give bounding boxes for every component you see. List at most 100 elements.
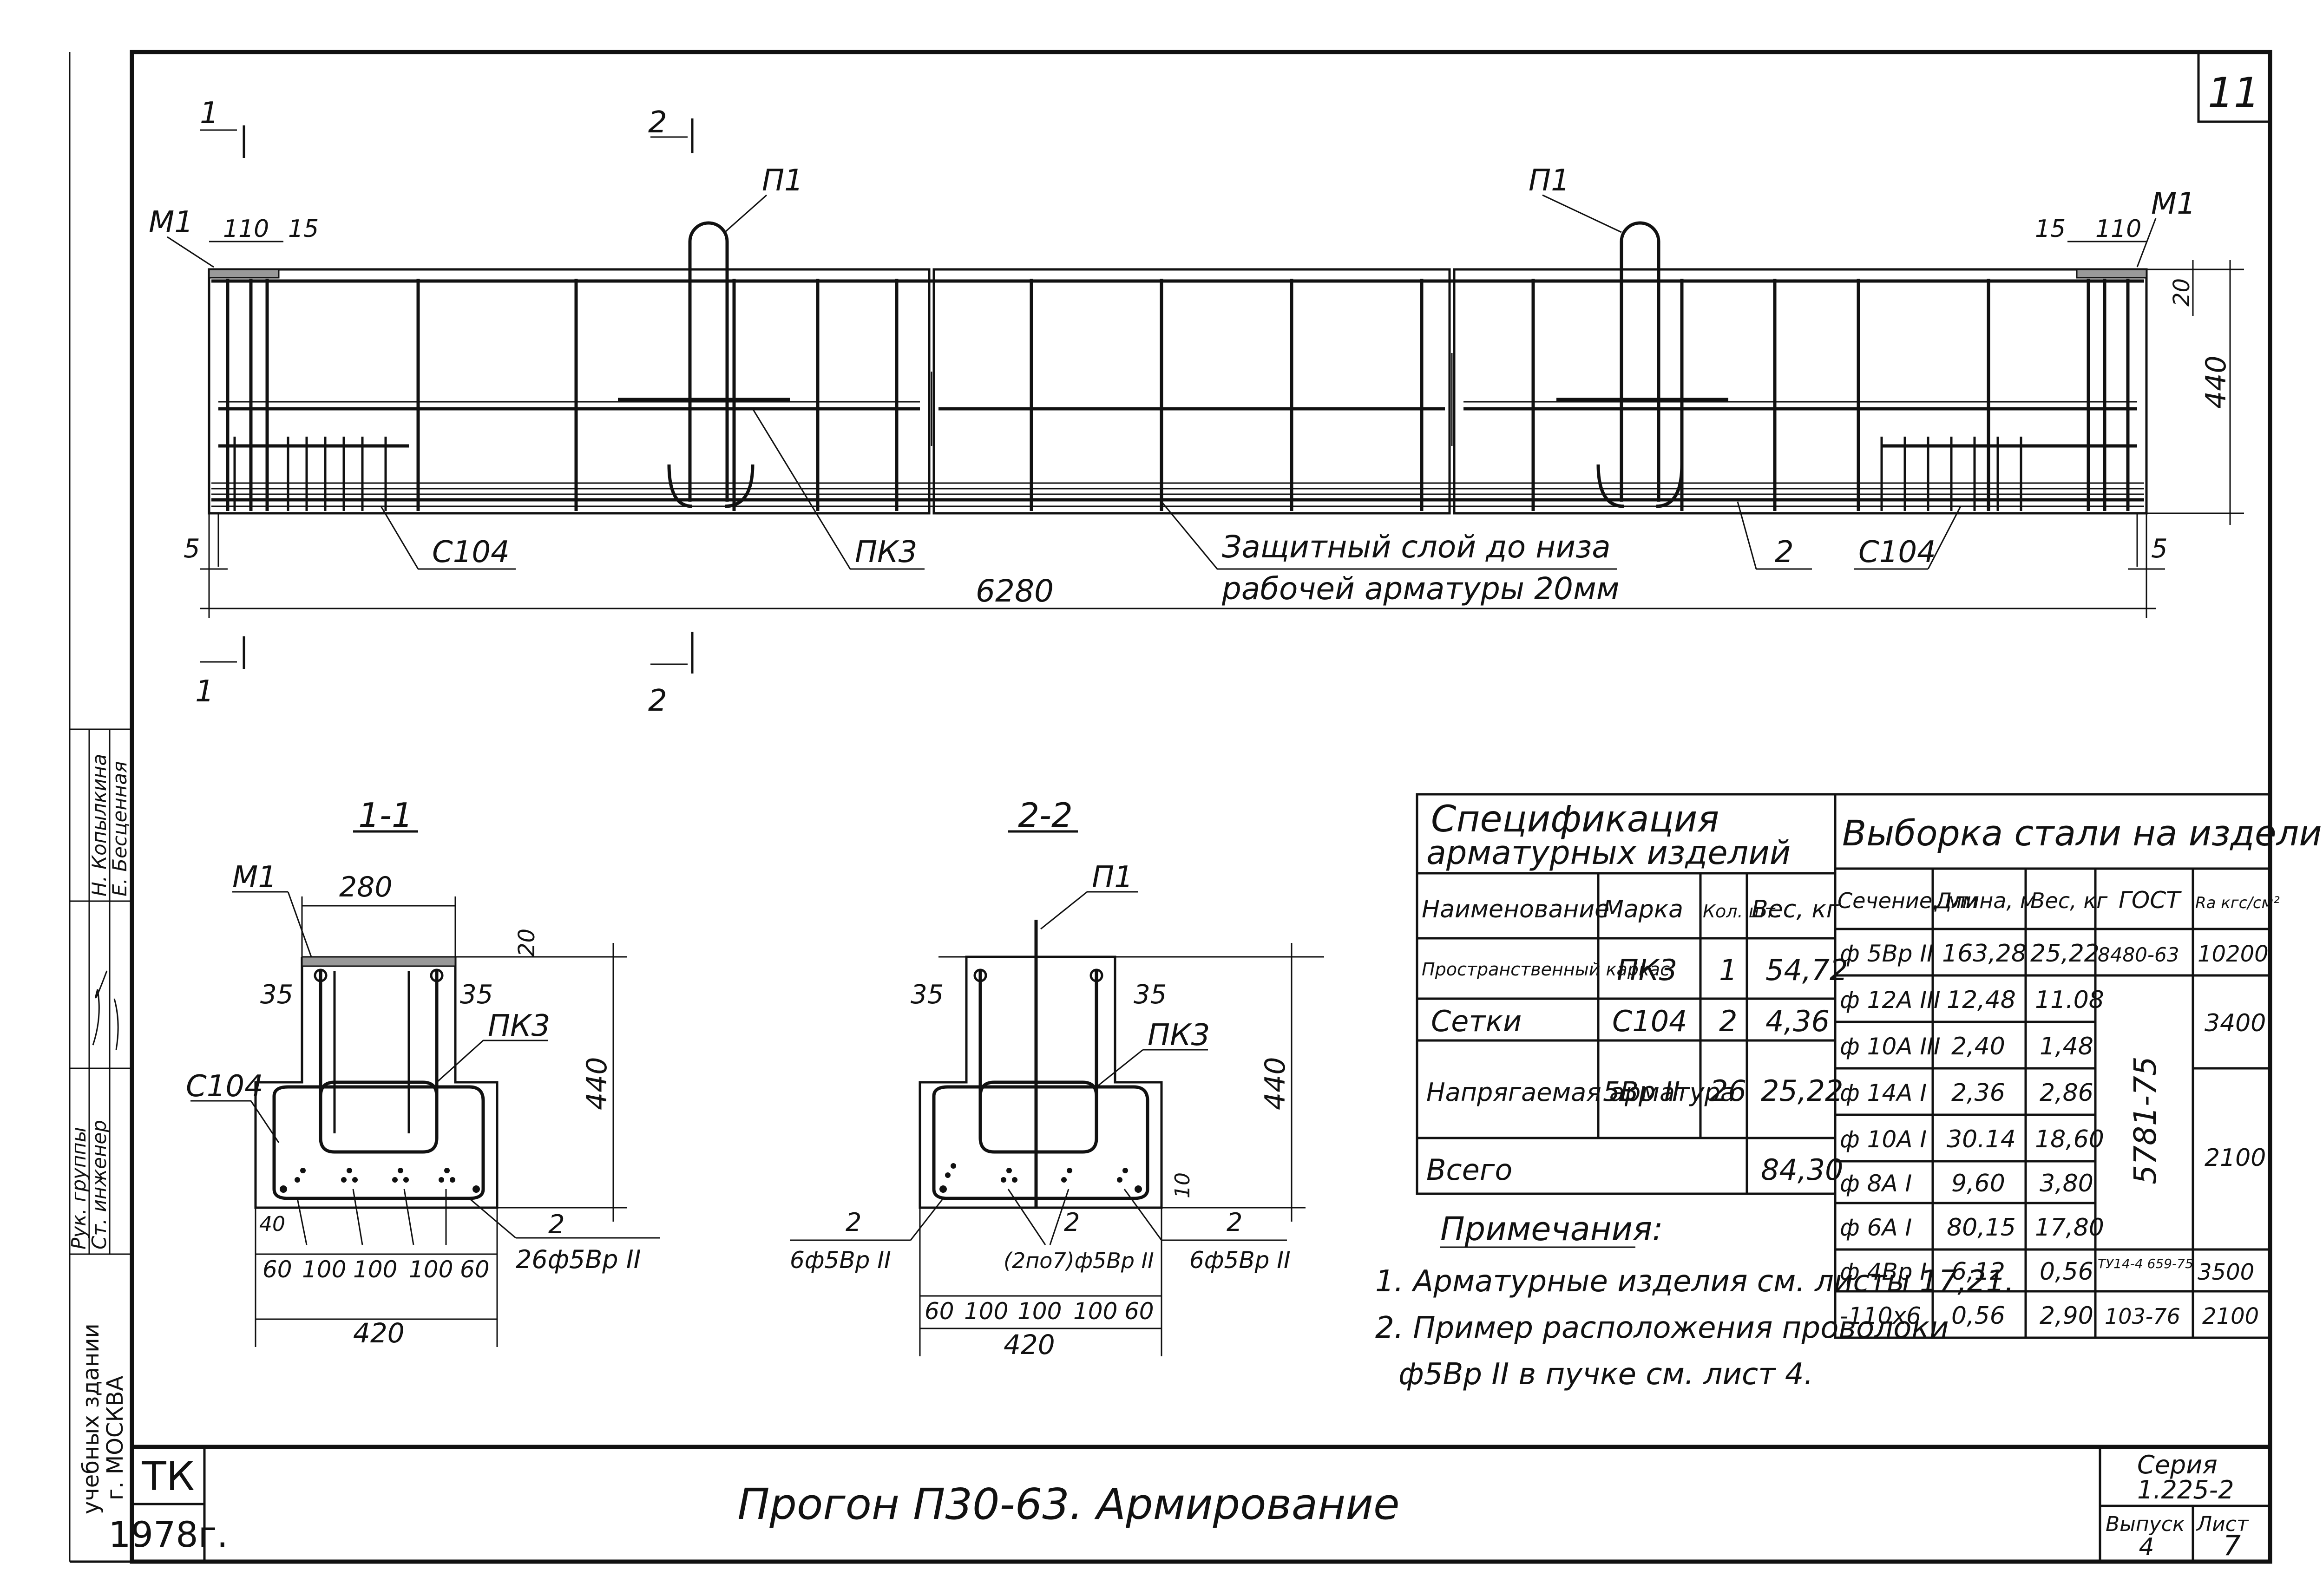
s11-bottom-dim-2: 100	[302, 1256, 346, 1283]
list-value: 7	[2223, 1530, 2241, 1562]
signature-name-1: Н. Копылкина	[88, 754, 111, 896]
s11-dim-35-left: 35	[260, 980, 293, 1010]
steel-header-length: Длина, м	[1934, 888, 2036, 913]
s11-dim-40: 40	[259, 1212, 285, 1236]
spec-row-2-name: Сетки	[1431, 1004, 1522, 1038]
lifting-loop-left	[688, 221, 729, 502]
spec-row-3-qty: 26	[1710, 1074, 1746, 1108]
signature-role-1: Рук. группы	[67, 1127, 90, 1249]
steel-table: Выборка стали на изделие Сечение, мм Дли…	[1834, 793, 2323, 1339]
spec-total-label: Всего	[1426, 1153, 1512, 1187]
elev-label-2: 2	[1775, 535, 1794, 569]
section-mark-2-bottom: 2	[648, 684, 667, 718]
s11-dim-20: 20	[514, 929, 540, 957]
year: 1978г.	[108, 1514, 228, 1555]
steel-row-1-weight: 25,22	[2030, 940, 2100, 968]
series-value: 1.225-2	[2137, 1475, 2234, 1504]
section-mark-2-top: 2	[648, 105, 667, 140]
s11-bottom-dim-3: 100	[353, 1256, 397, 1283]
spec-header-name: Наименование	[1422, 896, 1609, 923]
spec-row-2-qty: 2	[1719, 1004, 1737, 1038]
steel-row-4-section: ф 14А I	[1840, 1079, 1927, 1106]
spec-header-mark: Марка	[1603, 896, 1683, 923]
s22-label-pk3: ПК3	[1148, 1018, 1210, 1053]
spec-title-line-2: арматурных изделий	[1426, 834, 1791, 872]
section-2-2-title: 2-2	[1018, 796, 1073, 835]
sheet-number-box	[2197, 51, 2271, 123]
s22-bottom-dim-1: 60	[925, 1298, 954, 1325]
steel-title: Выборка стали на изделие	[1842, 812, 2323, 854]
notes: Примечания: 1. Арматурные изделия см. ли…	[1375, 1210, 2014, 1392]
steel-row-3-length: 2,40	[1951, 1033, 2005, 1060]
steel-header-gost: ГОСТ	[2119, 887, 2182, 914]
org-line-1: учебных здании	[78, 1323, 104, 1514]
steel-row-2-weight: 11.08	[2035, 986, 2104, 1014]
issue-value: 4	[2139, 1533, 2154, 1561]
s11-bottom-dim-1: 60	[262, 1256, 292, 1283]
section-mark-1-bottom: 1	[195, 674, 214, 709]
s22-bottom-dim-4: 100	[1073, 1298, 1117, 1325]
signature-name-2: Е. Бесценная	[108, 761, 131, 896]
s22-bottom-dim-5: 60	[1124, 1298, 1154, 1325]
elev-dim-20: 20	[2169, 278, 2195, 307]
spec-header-weight: Вес, кг	[1752, 896, 1839, 923]
steel-row-4-weight: 2,86	[2040, 1079, 2093, 1107]
steel-row-5-section: ф 10А I	[1840, 1126, 1927, 1153]
steel-header-section: Сечение, мм	[1837, 888, 1978, 913]
spec-row-3-weight: 25,22	[1761, 1074, 1844, 1108]
elev-dim-total: 6280	[976, 573, 1054, 609]
steel-row-4-length: 2,36	[1951, 1079, 2005, 1107]
s11-dim-280: 280	[339, 871, 393, 903]
s22-bottom-dim-2: 100	[964, 1298, 1008, 1325]
steel-row-8-section: ф 4Вр I	[1840, 1258, 1927, 1285]
elev-label-m1-left: М1	[149, 205, 193, 240]
s11-callout-wire: 26ф5Вр II	[516, 1245, 641, 1274]
s22-callout-mid: (2по7)ф5Вр II	[1004, 1248, 1154, 1273]
plate-m1-left	[208, 268, 280, 279]
lifting-loop-right	[1620, 221, 1660, 502]
s22-callout-left-num: 2	[846, 1208, 861, 1237]
signature-role-2: Ст. инженер	[88, 1120, 111, 1249]
plate-m1-right	[2076, 268, 2147, 279]
note-1: 1. Арматурные изделия см. листы 17,21.	[1375, 1264, 2014, 1299]
steel-row-1-ra: 10200	[2198, 941, 2269, 967]
elev-note-line-1: Защитный слой до низа	[1222, 529, 1611, 565]
steel-row-2-section: ф 12А III	[1840, 987, 1941, 1014]
s11-bottom-dim-5: 60	[460, 1256, 490, 1283]
elev-dim-110-left: 110	[223, 215, 269, 243]
spec-row-1-mark: ПК3	[1617, 953, 1677, 987]
steel-header-weight: Вес, кг	[2030, 888, 2108, 913]
steel-row-9-section: -110х6	[1840, 1302, 1921, 1329]
steel-row-8-ra: 3500	[2198, 1259, 2254, 1285]
elev-dim-440: 440	[2200, 355, 2232, 409]
steel-row-6-weight: 3,80	[2040, 1170, 2093, 1197]
beam-elevation	[208, 221, 2148, 567]
s11-label-c104: С104	[186, 1069, 263, 1104]
spec-total-value: 84,30	[1761, 1153, 1844, 1187]
beam-segment-left	[208, 268, 931, 515]
s22-callout-right-num: 2	[1227, 1208, 1242, 1237]
s11-dim-35-right: 35	[460, 980, 493, 1010]
spec-row-3-mark: 5Вр II	[1603, 1076, 1680, 1107]
elev-label-c104-left: С104	[432, 535, 510, 569]
steel-row-9-gost: 103-76	[2105, 1304, 2180, 1329]
s22-callout-left: 6ф5Вр II	[790, 1247, 891, 1274]
s22-bottom-dim-3: 100	[1017, 1298, 1062, 1325]
spec-row-1-name: Пространственный каркас	[1422, 959, 1670, 980]
steel-row-3-section: ф 10А III	[1840, 1033, 1941, 1060]
elev-dim-15-left: 15	[288, 215, 319, 243]
beam-segment-middle	[932, 268, 1451, 515]
steel-row-9-ra: 2100	[2202, 1303, 2259, 1329]
spec-header-qty: Кол. шт.	[1703, 901, 1781, 922]
s22-callout-mid-num: 2	[1064, 1208, 1080, 1237]
s11-label-pk3: ПК3	[488, 1009, 550, 1043]
issue-label: Выпуск	[2106, 1512, 2185, 1536]
elev-dim-15-right: 15	[2035, 215, 2066, 243]
spec-row-1-qty: 1	[1719, 953, 1737, 987]
elev-label-pk3: ПК3	[855, 535, 917, 569]
spec-title-line-1: Спецификация	[1431, 798, 1719, 840]
s22-callout-right: 6ф5Вр II	[1189, 1247, 1291, 1274]
spec-table: Спецификация арматурных изделий Наименов…	[1416, 793, 1848, 1195]
handwritten-signatures	[92, 970, 119, 1050]
